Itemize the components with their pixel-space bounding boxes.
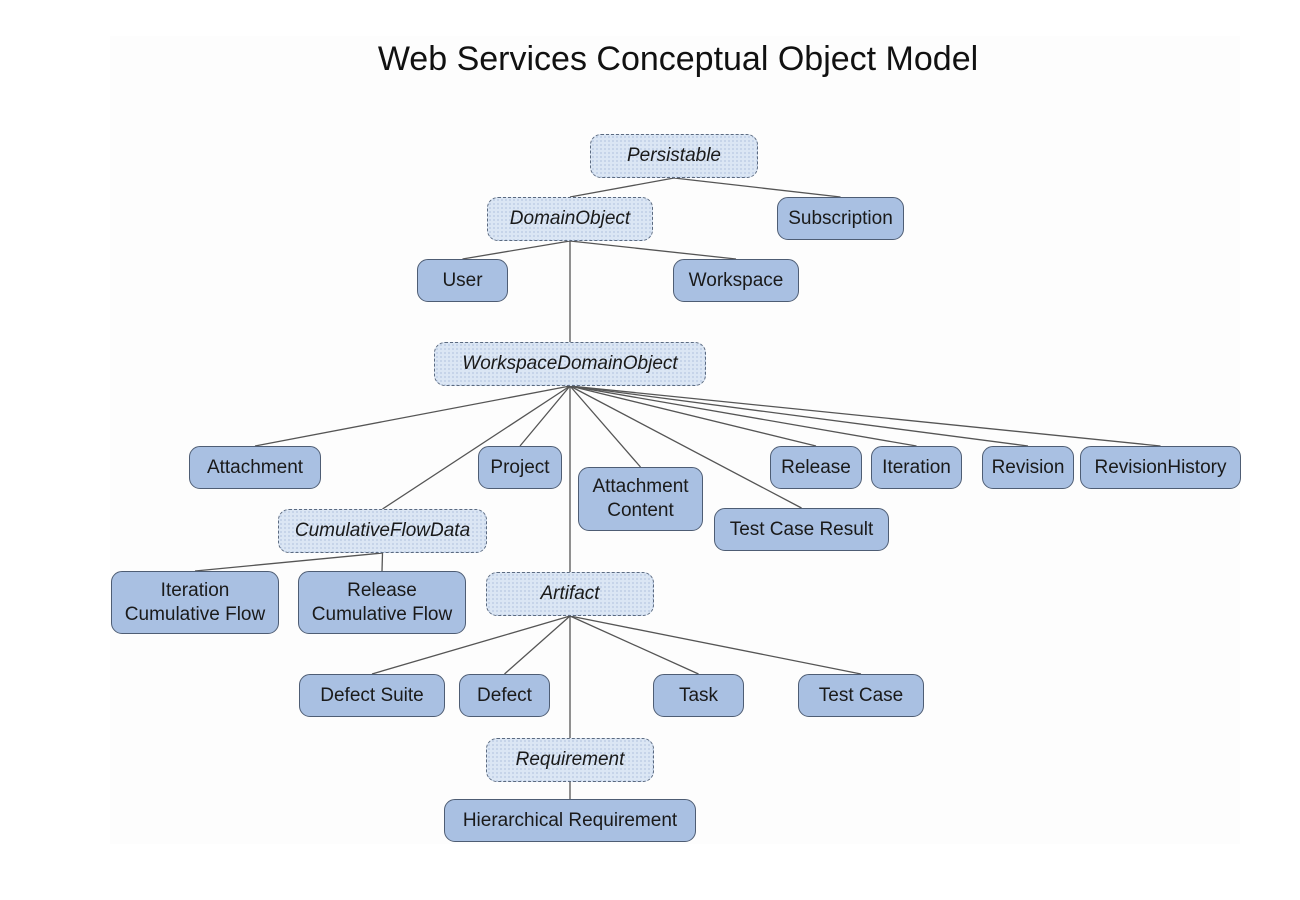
node-domain-object[interactable]: DomainObject [487, 197, 653, 241]
edge-workspace_domain_object-to-revision_history [569, 385, 1161, 447]
node-workspace[interactable]: Workspace [673, 259, 799, 302]
node-persistable[interactable]: Persistable [590, 134, 758, 178]
edge-workspace_domain_object-to-revision [569, 385, 1029, 447]
edge-artifact-to-defect_suite [371, 615, 571, 675]
node-revision-history[interactable]: RevisionHistory [1080, 446, 1241, 489]
node-attachment-content[interactable]: Attachment Content [578, 467, 703, 531]
node-task[interactable]: Task [653, 674, 744, 717]
node-hierarchical-requirement[interactable]: Hierarchical Requirement [444, 799, 696, 842]
node-workspace-domain-object[interactable]: WorkspaceDomainObject [434, 342, 706, 386]
node-release-cumulative-flow[interactable]: Release Cumulative Flow [298, 571, 466, 634]
node-attachment[interactable]: Attachment [189, 446, 321, 489]
node-artifact[interactable]: Artifact [486, 572, 654, 616]
edge-artifact-to-defect [504, 615, 571, 675]
edge-workspace_domain_object-to-attachment_content [569, 385, 641, 468]
node-revision[interactable]: Revision [982, 446, 1074, 489]
edge-workspace_domain_object-to-cumulative_flow_data [382, 385, 571, 510]
edge-domain_object-to-workspace [569, 240, 737, 260]
edge-cumulative_flow_data-to-iteration_cumulative_flow [194, 552, 383, 572]
node-user[interactable]: User [417, 259, 508, 302]
edge-workspace_domain_object-to-iteration [569, 385, 917, 447]
edge-domain_object-to-user [462, 240, 571, 260]
node-defect[interactable]: Defect [459, 674, 550, 717]
edge-workspace_domain_object-to-release [569, 385, 817, 447]
node-cumulative-flow-data[interactable]: CumulativeFlowData [278, 509, 487, 553]
node-iteration-cumulative-flow[interactable]: Iteration Cumulative Flow [111, 571, 279, 634]
edge-artifact-to-test_case [569, 615, 862, 675]
edge-workspace_domain_object-to-attachment [254, 385, 571, 447]
node-release[interactable]: Release [770, 446, 862, 489]
node-test-case-result[interactable]: Test Case Result [714, 508, 889, 551]
edge-persistable-to-domain_object [569, 177, 675, 198]
edge-workspace_domain_object-to-project [519, 385, 571, 447]
edge-artifact-to-task [569, 615, 699, 675]
node-project[interactable]: Project [478, 446, 562, 489]
node-requirement[interactable]: Requirement [486, 738, 654, 782]
edge-workspace_domain_object-to-test_case_result [569, 385, 802, 509]
node-subscription[interactable]: Subscription [777, 197, 904, 240]
node-defect-suite[interactable]: Defect Suite [299, 674, 445, 717]
node-iteration[interactable]: Iteration [871, 446, 962, 489]
diagram-title: Web Services Conceptual Object Model [377, 40, 979, 78]
node-test-case[interactable]: Test Case [798, 674, 924, 717]
edge-cumulative_flow_data-to-release_cumulative_flow [381, 552, 384, 572]
edge-persistable-to-subscription [673, 177, 841, 198]
